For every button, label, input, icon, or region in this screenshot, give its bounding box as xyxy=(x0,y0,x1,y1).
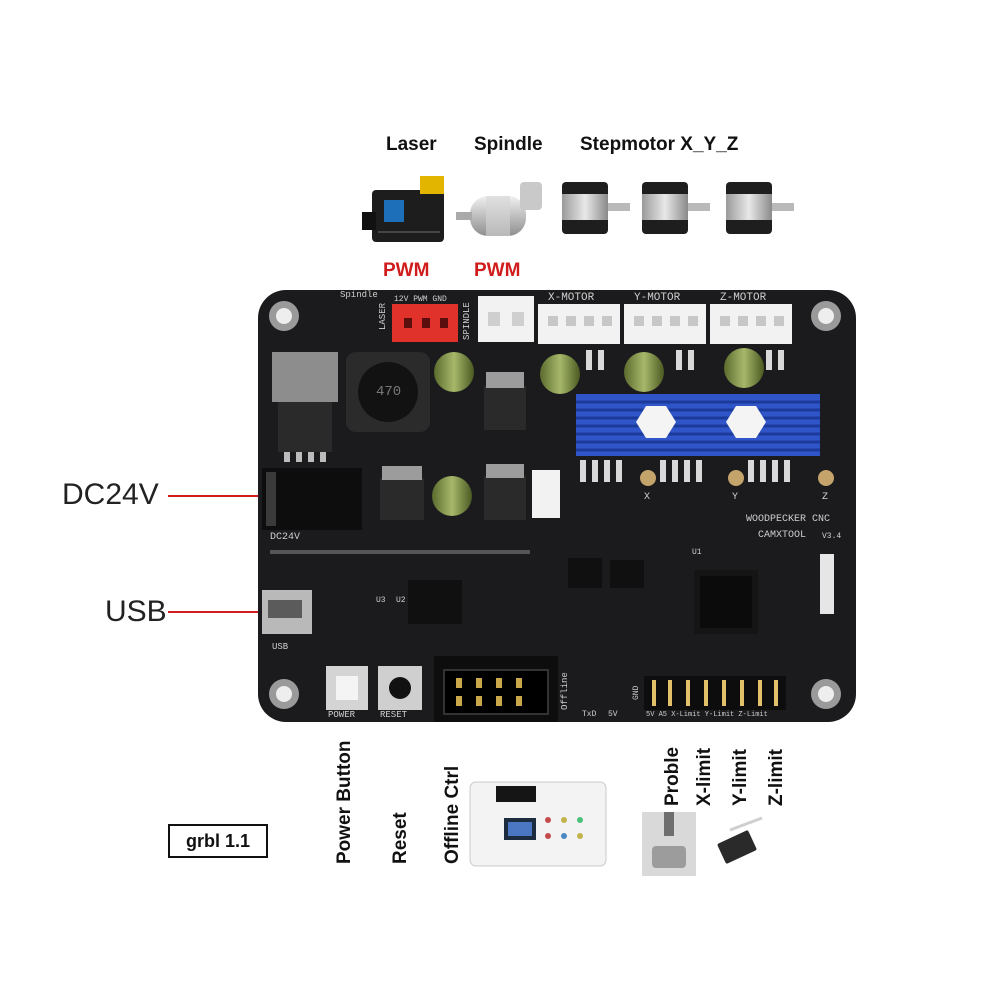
silk-u2: U2 xyxy=(396,596,406,605)
silk-usb: USB xyxy=(272,642,289,652)
silk-brand1: WOODPECKER CNC xyxy=(746,514,831,525)
stepper-motor-y-icon xyxy=(642,182,710,234)
silk-inductor: 470 xyxy=(376,384,402,400)
usb-label: USB xyxy=(105,595,167,628)
spindle-connector xyxy=(478,296,534,342)
silk-gnd: GND xyxy=(632,685,641,700)
silk-y-pot: Y xyxy=(732,492,739,503)
firmware-badge: grbl 1.1 xyxy=(168,824,268,858)
silk-brand2: CAMXTOOL xyxy=(758,530,807,541)
ic-u2 xyxy=(408,580,462,624)
dc-jack xyxy=(262,468,362,530)
probe-icon xyxy=(642,812,696,876)
silk-offline: Offline xyxy=(560,672,570,710)
capacitor xyxy=(432,476,472,516)
stepper-motor-z-icon xyxy=(726,182,794,234)
silk-version: V3.4 xyxy=(822,532,842,541)
silk-reset: RESET xyxy=(380,710,408,720)
silk-5v: 5V xyxy=(608,710,618,719)
limit-pin-header xyxy=(644,676,786,710)
silk-z-motor: Z-MOTOR xyxy=(720,292,767,304)
silk-x-pot: X xyxy=(644,492,651,503)
stepmotor-label: Stepmotor X_Y_Z xyxy=(580,134,739,155)
silk-x-motor: X-MOTOR xyxy=(548,292,595,304)
silk-dc24v: DC24V xyxy=(270,532,301,543)
capacitor xyxy=(540,354,580,394)
spindle-motor-icon xyxy=(456,182,542,236)
stepper-motor-x-icon xyxy=(562,182,630,234)
silk-spindle-conn: SPINDLE xyxy=(462,302,472,340)
laser-module-icon xyxy=(362,176,444,242)
heatsink xyxy=(576,394,820,456)
laser-pwm-label: PWM xyxy=(383,260,430,281)
silk-txd: TxD xyxy=(582,710,597,719)
spindle-pwm-label: PWM xyxy=(474,260,521,281)
capacitor xyxy=(624,352,664,392)
silk-laser-pins: 12V PWM GND xyxy=(394,295,447,304)
dc24v-label: DC24V xyxy=(62,478,159,511)
offline-controller-icon xyxy=(469,781,607,867)
limit-switch-icon xyxy=(717,816,763,864)
silk-limits: 5V A5 X-Limit Y-Limit Z-Limit xyxy=(646,711,768,719)
laser-label: Laser xyxy=(386,134,437,155)
silk-laser: LASER xyxy=(378,302,388,330)
pcb-board xyxy=(258,290,856,722)
silk-power: POWER xyxy=(328,710,356,720)
capacitor xyxy=(434,352,474,392)
capacitor xyxy=(724,348,764,388)
silk-u3: U3 xyxy=(376,596,386,605)
silk-z-pot: Z xyxy=(822,492,829,503)
spindle-label: Spindle xyxy=(474,134,543,155)
silk-spindle-top: Spindle xyxy=(340,290,378,300)
silk-y-motor: Y-MOTOR xyxy=(634,292,681,304)
silk-u1: U1 xyxy=(692,548,702,557)
